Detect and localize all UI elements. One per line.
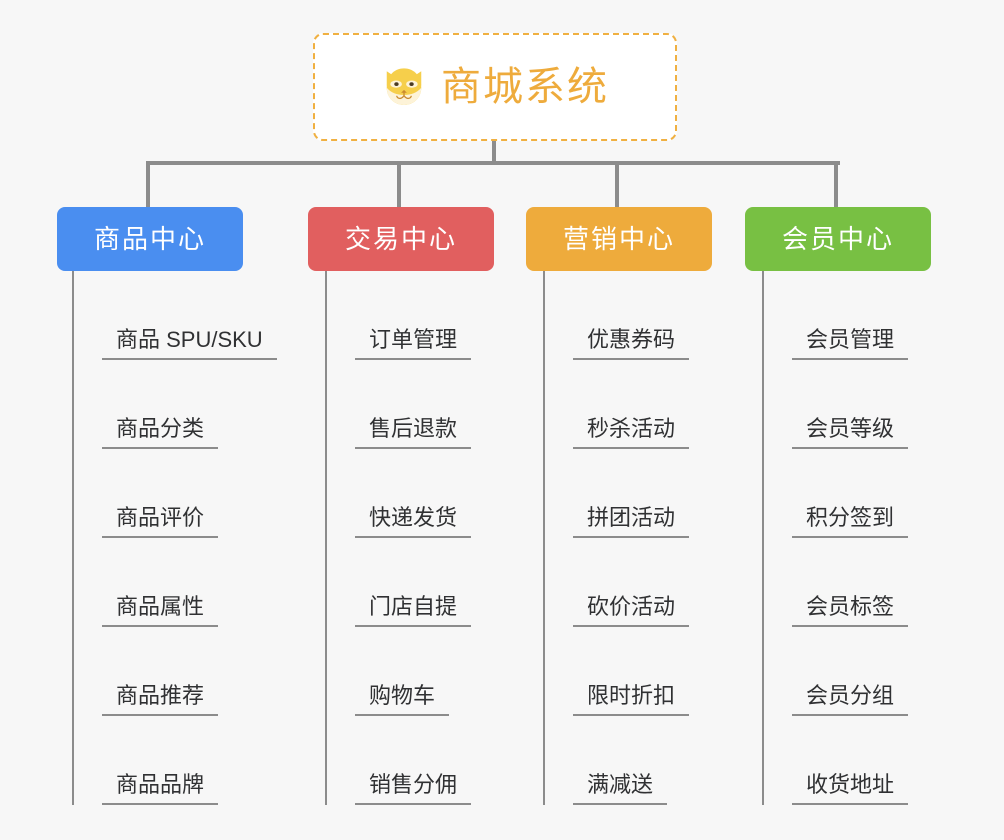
column-spine	[543, 271, 545, 805]
leaf-item[interactable]: 订单管理	[325, 271, 472, 360]
leaf-item-label: 会员标签	[792, 594, 909, 627]
category-box-1[interactable]: 商品中心	[57, 207, 243, 271]
category-label: 商品中心	[93, 224, 206, 254]
leaf-item-label: 商品属性	[102, 594, 219, 627]
column-spine	[325, 271, 327, 805]
leaf-item[interactable]: 满减送	[543, 716, 689, 805]
leaf-item[interactable]: 商品属性	[72, 538, 277, 627]
leaf-item[interactable]: 销售分佣	[325, 716, 472, 805]
leaf-item[interactable]: 积分签到	[762, 449, 909, 538]
leaf-item-label: 会员分组	[792, 683, 909, 716]
leaf-item-label: 满减送	[573, 772, 668, 805]
leaf-column-4: 会员管理会员等级积分签到会员标签会员分组收货地址	[762, 271, 909, 805]
leaf-column-1: 商品 SPU/SKU 商品分类商品评价商品属性商品推荐商品品牌	[72, 271, 277, 805]
connector-drop-1	[146, 161, 150, 209]
leaf-column-2: 订单管理售后退款快递发货门店自提购物车销售分佣	[325, 271, 472, 805]
connector-drop-4	[834, 161, 838, 209]
leaf-item-label: 砍价活动	[573, 594, 690, 627]
leaf-item-label: 优惠券码	[573, 327, 690, 360]
category-label: 营销中心	[562, 224, 675, 254]
leaf-item-label: 商品品牌	[102, 772, 219, 805]
column-spine	[762, 271, 764, 805]
leaf-item[interactable]: 会员管理	[762, 271, 909, 360]
leaf-item-label: 拼团活动	[573, 505, 690, 538]
connector-drop-3	[615, 161, 619, 209]
leaf-item[interactable]: 会员标签	[762, 538, 909, 627]
leaf-item-label: 售后退款	[355, 416, 472, 449]
category-box-4[interactable]: 会员中心	[745, 207, 931, 271]
root-node[interactable]: 商城系统	[313, 33, 677, 141]
leaf-item[interactable]: 会员分组	[762, 627, 909, 716]
leaf-item-label: 快递发货	[355, 505, 472, 538]
leaf-item-label: 订单管理	[355, 327, 472, 360]
connector-root-stem	[492, 141, 496, 165]
column-spine	[72, 271, 74, 805]
leaf-item-label: 购物车	[355, 683, 450, 716]
category-label: 交易中心	[344, 224, 457, 254]
leaf-item-label: 会员管理	[792, 327, 909, 360]
leaf-item-label: 商品评价	[102, 505, 219, 538]
leaf-item[interactable]: 快递发货	[325, 449, 472, 538]
leaf-item[interactable]: 售后退款	[325, 360, 472, 449]
root-title: 商城系统	[441, 65, 609, 109]
leaf-item[interactable]: 商品推荐	[72, 627, 277, 716]
leaf-item[interactable]: 拼团活动	[543, 449, 690, 538]
category-box-3[interactable]: 营销中心	[526, 207, 712, 271]
leaf-item[interactable]: 限时折扣	[543, 627, 690, 716]
leaf-item-label: 销售分佣	[355, 772, 472, 805]
category-label: 会员中心	[781, 224, 894, 254]
leaf-item[interactable]: 商品分类	[72, 360, 277, 449]
leaf-item-label: 积分签到	[792, 505, 909, 538]
leaf-item[interactable]: 购物车	[325, 627, 471, 716]
leaf-item-label: 会员等级	[792, 416, 909, 449]
leaf-item[interactable]: 商品品牌	[72, 716, 277, 805]
connector-horizontal-bar	[148, 161, 840, 165]
leaf-item[interactable]: 门店自提	[325, 538, 472, 627]
leaf-item[interactable]: 会员等级	[762, 360, 909, 449]
leaf-item-label: 收货地址	[792, 772, 909, 805]
leaf-item-label: 商品 SPU/SKU	[102, 327, 277, 360]
leaf-item-label: 商品推荐	[102, 683, 219, 716]
category-box-2[interactable]: 交易中心	[308, 207, 494, 271]
leaf-item[interactable]: 收货地址	[762, 716, 909, 805]
leaf-item-label: 商品分类	[102, 416, 219, 449]
leaf-item[interactable]: 砍价活动	[543, 538, 690, 627]
leaf-item[interactable]: 秒杀活动	[543, 360, 690, 449]
leaf-column-3: 优惠券码秒杀活动拼团活动砍价活动限时折扣满减送	[543, 271, 690, 805]
leaf-item-label: 门店自提	[355, 594, 472, 627]
leaf-item-label: 限时折扣	[573, 683, 690, 716]
leaf-item-label: 秒杀活动	[573, 416, 690, 449]
leaf-item[interactable]: 商品评价	[72, 449, 277, 538]
leaf-item[interactable]: 商品 SPU/SKU	[72, 271, 277, 360]
shiba-dog-face-icon	[386, 68, 422, 105]
leaf-item[interactable]: 优惠券码	[543, 271, 690, 360]
connector-drop-2	[397, 161, 401, 209]
